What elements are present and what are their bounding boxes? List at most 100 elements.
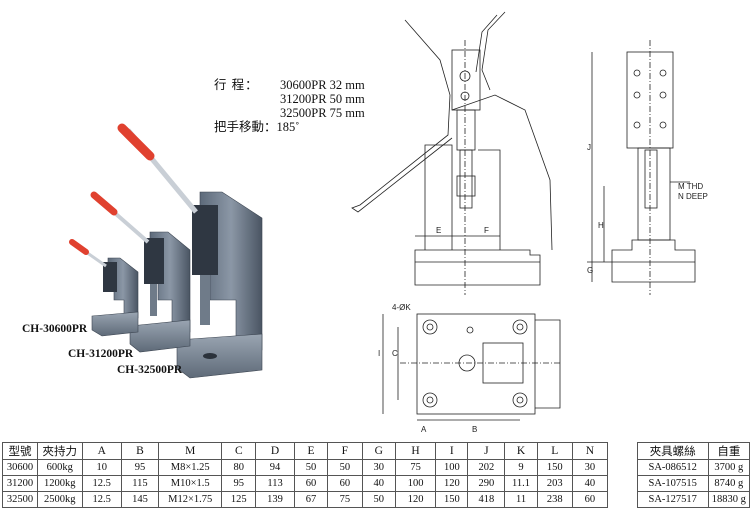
table-cell: 11 [504, 491, 538, 508]
table-cell: 202 [467, 459, 506, 476]
table-cell: 80 [221, 459, 257, 476]
model-label-31200: CH-31200PR [68, 348, 134, 360]
header-g: G [361, 442, 396, 460]
press-medium-image [90, 191, 191, 353]
table-cell: 75 [394, 459, 437, 476]
header-a: A [81, 442, 122, 460]
table-cell: 12.5 [81, 475, 122, 492]
table-cell: 50 [361, 491, 396, 508]
header-m: M [158, 442, 223, 460]
dim-label-f: F [484, 226, 489, 235]
header-weight: 自重 [707, 442, 750, 460]
dim-label-deep: N DEEP [678, 192, 708, 201]
table-cell: 3700 g [707, 459, 750, 476]
header-screw: 夾具螺絲 [636, 442, 709, 460]
table-cell: 30600 [2, 459, 38, 476]
stroke-label: 行 程： [214, 78, 259, 92]
dim-label-hole: 4-ØK [392, 303, 411, 312]
table-cell: 30 [572, 459, 608, 476]
table-cell: 2500kg [36, 491, 83, 508]
front-view-drawing [587, 40, 696, 295]
dim-label-j: J [587, 143, 591, 152]
table-cell: 150 [435, 491, 469, 508]
plan-view-drawing [382, 313, 561, 421]
table-cell: 67 [294, 491, 328, 508]
table-cell: 94 [255, 459, 295, 476]
table-cell: 12.5 [81, 491, 122, 508]
table-cell: M8×1.25 [158, 459, 223, 476]
model-label-30600: CH-30600PR [22, 323, 88, 335]
table-cell: 600kg [36, 459, 83, 476]
dim-label-c: C [392, 349, 398, 358]
handle-movement-label: 把手移動： [214, 120, 277, 134]
dim-label-e: E [436, 226, 441, 235]
table-cell: 95 [120, 459, 160, 476]
table-cell: 50 [294, 459, 328, 476]
press-small-image [69, 239, 139, 337]
table-cell: 10 [81, 459, 122, 476]
header-h: H [394, 442, 437, 460]
header-n: N [572, 442, 608, 460]
header-i: I [435, 442, 469, 460]
header-e: E [294, 442, 328, 460]
header-f: F [327, 442, 363, 460]
table-cell: 32500 [2, 491, 38, 508]
table-cell: 60 [327, 475, 363, 492]
press-large-image [117, 123, 263, 379]
table-cell: 290 [467, 475, 506, 492]
table-cell: 11.1 [504, 475, 538, 492]
table-cell: 139 [255, 491, 295, 508]
dim-label-g: G [587, 266, 593, 275]
table-header-row: 型號 夾持力 A B M C D E F G H I J K L N 夾具螺絲 … [2, 442, 750, 460]
table-cell: SA-107515 [636, 475, 709, 492]
table-cell: 8740 g [707, 475, 750, 492]
table-cell: 60 [294, 475, 328, 492]
table-cell: 40 [572, 475, 608, 492]
header-d: D [255, 442, 295, 460]
table-cell: 113 [255, 475, 295, 492]
dim-label-a: A [421, 425, 427, 434]
header-c: C [221, 442, 257, 460]
table-cell: 40 [361, 475, 396, 492]
dim-label-b: B [472, 425, 477, 434]
header-j: J [467, 442, 506, 460]
header-force: 夾持力 [36, 442, 83, 460]
table-cell: 1200kg [36, 475, 83, 492]
table-cell: M12×1.75 [158, 491, 223, 508]
table-cell: 203 [536, 475, 574, 492]
header-l: L [536, 442, 574, 460]
header-b: B [120, 442, 160, 460]
header-model: 型號 [2, 442, 38, 460]
table-cell: 120 [394, 491, 437, 508]
table-cell: 418 [467, 491, 506, 508]
table-row: 32500 2500kg 12.5 145 M12×1.75 125 139 6… [2, 491, 750, 508]
table-cell: 125 [221, 491, 257, 508]
table-cell: 31200 [2, 475, 38, 492]
stroke-value-2: 31200PR 50 mm [280, 92, 365, 106]
side-view-drawing [351, 11, 553, 295]
table-cell: 238 [536, 491, 574, 508]
table-cell: 18830 g [707, 491, 750, 508]
stroke-value-1: 30600PR 32 mm [280, 78, 365, 92]
spec-table: 型號 夾持力 A B M C D E F G H I J K L N 夾具螺絲 … [2, 442, 750, 508]
table-row: 30600 600kg 10 95 M8×1.25 80 94 50 50 30… [2, 459, 750, 476]
dim-label-thread: M THD [678, 182, 703, 191]
table-row: 31200 1200kg 12.5 115 M10×1.5 95 113 60 … [2, 475, 750, 492]
model-label-32500: CH-32500PR [117, 364, 183, 376]
table-cell: 145 [120, 491, 160, 508]
table-cell: SA-086512 [636, 459, 709, 476]
table-cell: M10×1.5 [158, 475, 223, 492]
table-cell: 30 [361, 459, 396, 476]
table-cell: 120 [435, 475, 469, 492]
header-k: K [504, 442, 538, 460]
table-cell: 100 [394, 475, 437, 492]
table-cell: 60 [572, 491, 608, 508]
table-cell: 75 [327, 491, 363, 508]
handle-movement-value: 185˚ [276, 120, 300, 134]
spec-block: 行 程： 30600PR 32 mm 31200PR 50 mm 32500PR… [214, 78, 365, 134]
table-cell: 100 [435, 459, 469, 476]
table-cell: 95 [221, 475, 257, 492]
dim-label-h: H [598, 221, 604, 230]
